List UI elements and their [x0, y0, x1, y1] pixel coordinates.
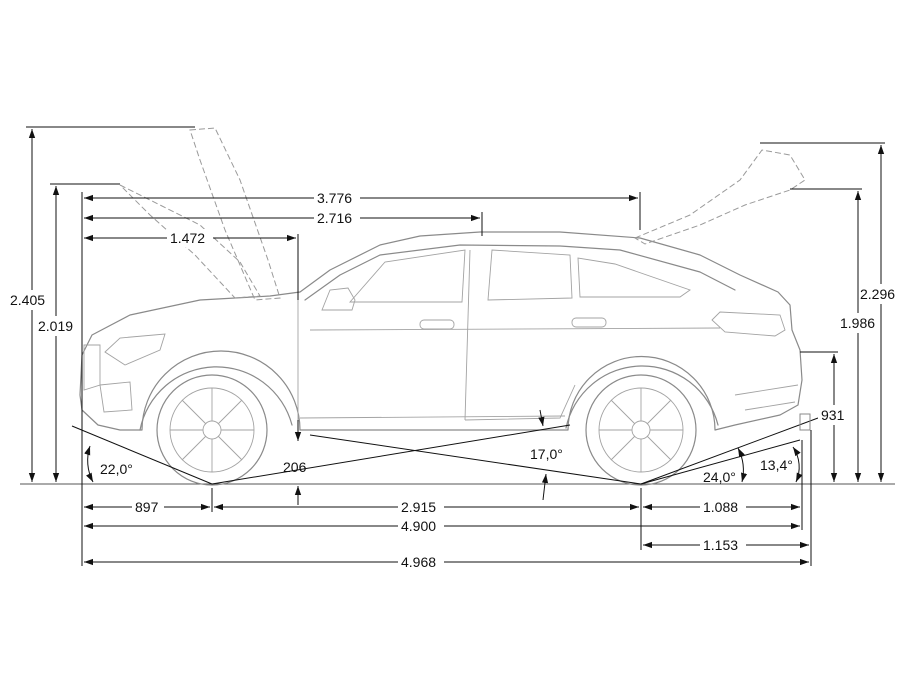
car-window-line [304, 244, 736, 301]
taillight [711, 311, 786, 337]
label-3776: 3.776 [317, 190, 352, 206]
car-side-outline [20, 127, 895, 486]
open-hood-outline [189, 127, 281, 301]
label-overall-height-open: 2.405 [10, 292, 45, 308]
label-departure-angle: 24,0° [703, 469, 736, 485]
label-rear-angle-2: 13,4° [760, 457, 793, 473]
front-door-line [297, 249, 471, 428]
tow-hitch [799, 413, 811, 431]
rear-bumper [734, 384, 799, 411]
car-body-outline [79, 231, 803, 431]
label-wheelbase: 2.915 [401, 499, 436, 515]
label-rear-overhang: 1.088 [703, 499, 738, 515]
rear-door-handle [571, 317, 607, 328]
label-rear-height: 1.986 [840, 315, 875, 331]
label-rear-sill: 931 [821, 407, 845, 423]
headlight [104, 333, 166, 366]
label-1472: 1.472 [170, 230, 205, 246]
side-sill [299, 415, 566, 419]
label-breakover-angle: 17,0° [530, 446, 563, 462]
approach-angle-line [71, 425, 213, 485]
label-height-open-rear: 2.296 [860, 286, 895, 302]
front-door-handle [419, 319, 455, 330]
rear-wheel-arch [565, 365, 719, 429]
open-hood-front-outline [119, 184, 261, 299]
rear-side-window [487, 249, 573, 301]
label-2716: 2.716 [317, 210, 352, 226]
rear-door-line [464, 384, 576, 421]
open-tailgate-outline [633, 149, 806, 245]
label-front-overhang: 897 [135, 499, 159, 515]
rear-quarter-window [577, 257, 691, 298]
label-rear-overhang-total: 1.153 [703, 537, 738, 553]
label-approach-angle: 22,0° [100, 461, 133, 477]
side-mirror [321, 287, 356, 311]
front-side-window [349, 249, 466, 303]
rear-angle-line [640, 439, 801, 485]
belt-line [309, 327, 721, 331]
label-length-total: 4.968 [401, 554, 436, 570]
rear-wheel [585, 374, 697, 486]
label-ground-clearance: 206 [283, 459, 307, 475]
label-length: 4.900 [401, 518, 436, 534]
front-wheel-arch [139, 366, 293, 431]
front-grille [83, 344, 133, 413]
breakover-line-1 [211, 424, 571, 485]
front-wheel [156, 374, 268, 486]
breakover-line-2 [309, 434, 642, 485]
departure-angle-line [640, 417, 819, 485]
label-height: 2.019 [38, 318, 73, 334]
dimension-annotations: 2.405 2.019 3.776 2.716 1.472 206 22,0° [8, 126, 903, 571]
